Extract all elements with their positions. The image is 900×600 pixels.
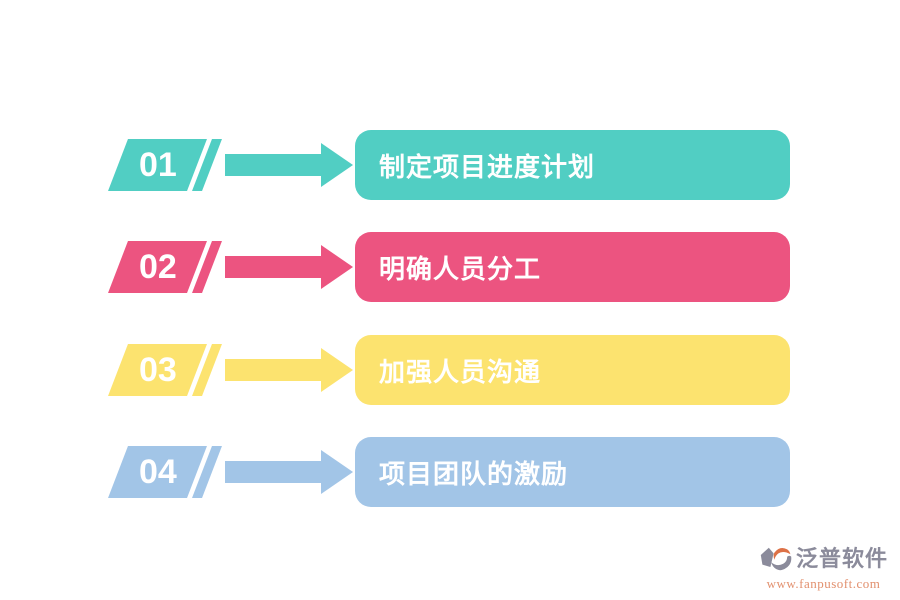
- arrow-right-icon: [321, 348, 353, 392]
- step-label-pill: 明确人员分工: [355, 232, 790, 302]
- arrow-body: [225, 461, 321, 483]
- fanpu-logo: 泛普软件 www.fanpusoft.com: [759, 543, 888, 592]
- step-label-pill: 项目团队的激励: [355, 437, 790, 507]
- step-number: 04: [139, 453, 177, 491]
- step-row-2: 02 明确人员分工: [0, 232, 900, 302]
- fanpu-logo-top: 泛普软件: [759, 543, 888, 575]
- fanpu-logo-url: www.fanpusoft.com: [766, 576, 881, 591]
- step-label-pill: 加强人员沟通: [355, 335, 790, 405]
- step-number: 02: [139, 248, 177, 286]
- arrow-right-icon: [321, 143, 353, 187]
- step-row-1: 01 制定项目进度计划: [0, 130, 900, 200]
- step-number: 03: [139, 351, 177, 389]
- step-number-badge: 02: [108, 240, 222, 294]
- step-row-4: 04 项目团队的激励: [0, 437, 900, 507]
- step-row-3: 03 加强人员沟通: [0, 335, 900, 405]
- step-number: 01: [139, 146, 177, 184]
- arrow-body: [225, 359, 321, 381]
- step-number-badge: 04: [108, 445, 222, 499]
- arrow-body: [225, 256, 321, 278]
- arrow-right-icon: [321, 450, 353, 494]
- fanpu-logo-icon: [760, 547, 792, 571]
- step-number-badge: 01: [108, 138, 222, 192]
- step-label: 制定项目进度计划: [379, 151, 596, 182]
- step-label-pill: 制定项目进度计划: [355, 130, 790, 200]
- step-label: 明确人员分工: [379, 253, 542, 284]
- fanpu-logo-name: 泛普软件: [795, 545, 888, 571]
- arrow-right-icon: [321, 245, 353, 289]
- step-label: 项目团队的激励: [379, 458, 569, 489]
- arrow-body: [225, 154, 321, 176]
- step-number-badge: 03: [108, 343, 222, 397]
- step-label: 加强人员沟通: [379, 356, 542, 387]
